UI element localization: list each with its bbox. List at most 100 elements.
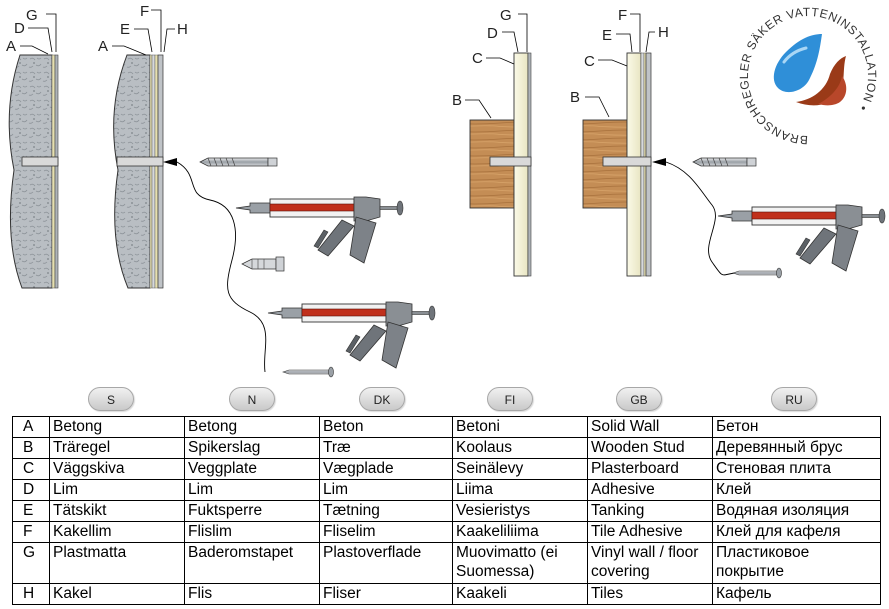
row-key: A (12, 416, 50, 438)
water-drop-icon (773, 34, 822, 93)
table-cell-s: Tätskikt (49, 500, 185, 522)
table-cell-s: Plastmatta (49, 542, 185, 584)
wall-plug-icon (241, 256, 285, 272)
table-cell-ru: Клей (712, 479, 881, 501)
table-cell-dk: Tætning (319, 500, 453, 522)
table-cell-n: Flislim (184, 521, 320, 543)
table-cell-fi: Betoni (452, 416, 588, 438)
callout-b-3: B (452, 92, 462, 109)
table-cell-ru: Водяная изоляция (712, 500, 881, 522)
row-key: F (12, 521, 50, 543)
table-cell-n: Veggplate (184, 458, 320, 480)
callout-e-4: E (602, 27, 612, 44)
table-cell-dk: Træ (319, 437, 453, 459)
callout-a-1: A (6, 38, 16, 55)
row-key: E (12, 500, 50, 522)
wall-wood-vinyl (469, 52, 532, 277)
table-cell-gb: Solid Wall (587, 416, 713, 438)
callout-d-1: D (14, 20, 25, 37)
callout-c-3: C (472, 50, 483, 67)
table-cell-gb: Adhesive (587, 479, 713, 501)
callout-e-2: E (120, 21, 130, 38)
table-cell-ru: Стеновая плита (712, 458, 881, 480)
table-cell-gb: Tile Adhesive (587, 521, 713, 543)
table-cell-fi: Muovimatto (ei Suomessa) (452, 542, 588, 584)
table-cell-fi: Kaakeliliima (452, 521, 588, 543)
table-cell-s: Kakellim (49, 521, 185, 543)
callout-h-2: H (177, 21, 188, 38)
table-cell-fi: Vesieristys (452, 500, 588, 522)
nail-icon (282, 366, 334, 378)
table-cell-gb: Tanking (587, 500, 713, 522)
table-cell-fi: Koolaus (452, 437, 588, 459)
row-key: H (12, 583, 50, 605)
table-cell-s: Lim (49, 479, 185, 501)
table-cell-n: Lim (184, 479, 320, 501)
table-cell-s: Väggskiva (49, 458, 185, 480)
table-cell-gb: Tiles (587, 583, 713, 605)
table-cell-s: Träregel (49, 437, 185, 459)
wall-installation-diagram: G D A F E H A G D C B F E H C B (6, 3, 886, 378)
lang-pill-fi: FI (487, 387, 533, 411)
table-cell-dk: Fliser (319, 583, 453, 605)
table-cell-gb: Vinyl wall / floor covering (587, 542, 713, 584)
table-cell-dk: Fliselim (319, 521, 453, 543)
callout-b-4: B (570, 89, 580, 106)
lang-pill-n: N (229, 387, 275, 411)
table-cell-ru: Клей для кафеля (712, 521, 881, 543)
table-cell-gb: Wooden Stud (587, 437, 713, 459)
callout-f-2: F (140, 3, 149, 20)
lang-pill-gb: GB (616, 387, 662, 411)
callout-a-2: A (98, 38, 108, 55)
table-cell-s: Kakel (49, 583, 185, 605)
caulking-gun-icon (235, 196, 404, 264)
callout-lines (20, 9, 655, 119)
tools-left (163, 157, 436, 378)
table-cell-n: Betong (184, 416, 320, 438)
table-cell-dk: Vægplade (319, 458, 453, 480)
row-key: D (12, 479, 50, 501)
screw-icon (199, 157, 278, 167)
table-cell-fi: Seinälevy (452, 458, 588, 480)
callout-c-4: C (584, 53, 595, 70)
table-cell-dk: Beton (319, 416, 453, 438)
callout-labels: G D A F E H A G D C B F E H C B (6, 3, 669, 109)
row-key: G (12, 542, 50, 584)
wall-concrete-tiles (113, 54, 164, 289)
table-cell-fi: Kaakeli (452, 583, 588, 605)
table-cell-dk: Lim (319, 479, 453, 501)
table-cell-dk: Plastoverflade (319, 542, 453, 584)
row-key: B (12, 437, 50, 459)
table-cell-n: Baderomstapet (184, 542, 320, 584)
wall-concrete-vinyl (8, 54, 59, 289)
callout-g-1: G (26, 7, 38, 24)
caulking-gun-icon (267, 301, 436, 369)
callout-g-3: G (500, 7, 512, 24)
table-cell-ru: Бетон (712, 416, 881, 438)
table-cell-n: Spikerslag (184, 437, 320, 459)
nail-icon (732, 267, 782, 279)
table-cell-n: Fuktsperre (184, 500, 320, 522)
table-cell-gb: Plasterboard (587, 458, 713, 480)
caulking-gun-icon (717, 204, 886, 272)
row-key: C (12, 458, 50, 480)
lang-pill-s: S (88, 387, 134, 411)
table-cell-ru: Деревянный брус (712, 437, 881, 459)
wall-wood-tiles (582, 52, 652, 277)
table-cell-ru: Кафель (712, 583, 881, 605)
table-cell-ru: Пластиковое покрытие (712, 542, 881, 584)
table-cell-s: Betong (49, 416, 185, 438)
table-cell-n: Flis (184, 583, 320, 605)
callout-f-4: F (618, 7, 627, 24)
